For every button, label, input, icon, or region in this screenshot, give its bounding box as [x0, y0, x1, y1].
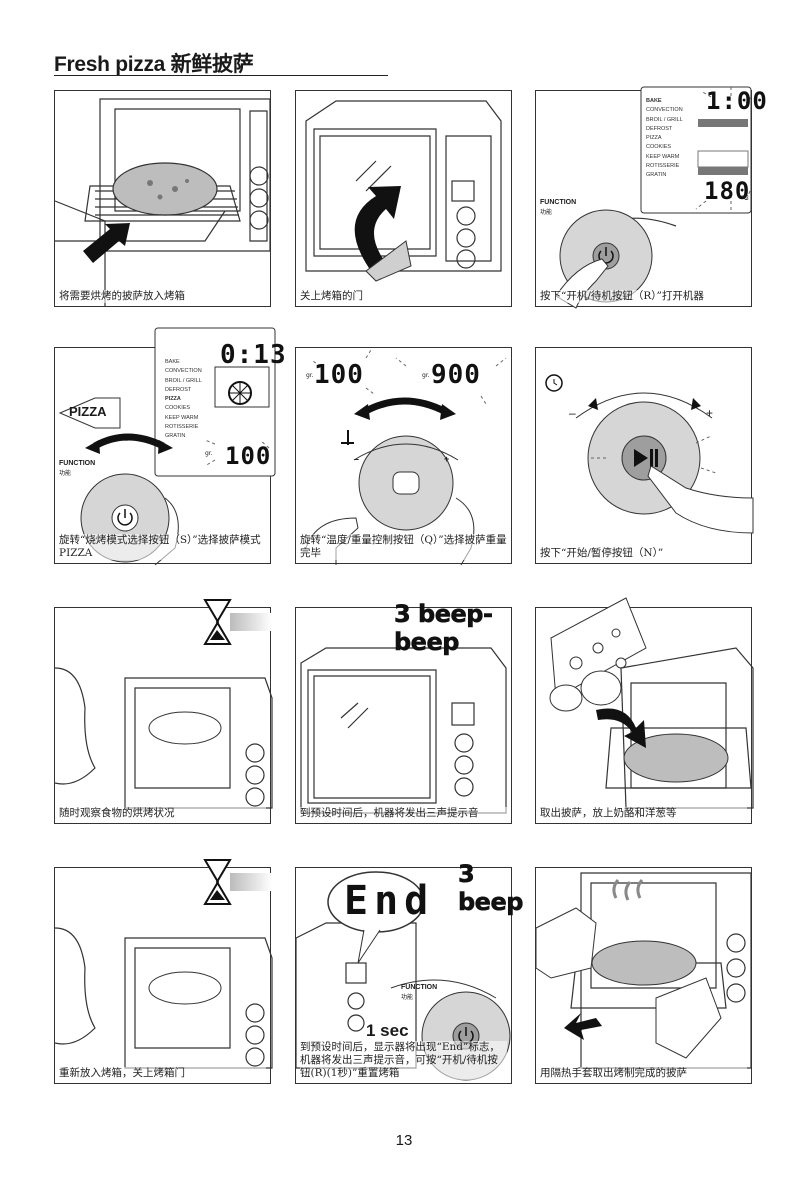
- function-label-zh: 功能: [401, 994, 414, 1001]
- minus-marker: –: [354, 454, 360, 464]
- temperature-unit: °C: [741, 195, 749, 202]
- pizza-mode-tag: PIZZA: [69, 404, 107, 419]
- step-caption: 旋转“烧烤模式选择按钮（S）”选择披萨模式PIZZA: [59, 534, 266, 560]
- step-caption: 到预设时间后，显示器将出现“End”标志，机器将发出三声提示音，可按“开机/待机…: [300, 1041, 507, 1080]
- step-6-panel: – + 按下“开始/暂停按钮（N）”: [535, 347, 754, 564]
- plus-marker: +: [706, 406, 714, 420]
- menu-item: COOKIES: [165, 405, 191, 412]
- oven-insert-pizza-illustration: [54, 98, 271, 306]
- step-4-panel: BAKE CONVECTION BROIL / GRILL DEFROST PI…: [54, 327, 286, 566]
- step-5-panel: 100 900 gr. gr. – + 旋转“温度/重量控制按钮（Q）”选择披萨…: [295, 347, 512, 566]
- one-second-label: 1 sec: [366, 1021, 409, 1040]
- hourglass-icon: [203, 859, 232, 905]
- temperature-knob-illustration: [305, 349, 507, 566]
- remove-pizza-illustration: [535, 872, 752, 1069]
- weight-min-readout: 100: [314, 360, 364, 390]
- menu-item: PIZZA: [165, 396, 181, 403]
- function-label: FUNCTION: [401, 984, 438, 991]
- menu-item: GRATIN: [165, 433, 186, 440]
- oven-close-door-illustration: [305, 100, 502, 282]
- weight-unit: gr.: [306, 372, 314, 379]
- menu-item: CONVECTION: [646, 107, 683, 114]
- menu-item: DEFROST: [646, 125, 673, 132]
- menu-item: COOKIES: [646, 144, 672, 151]
- step-2-panel: 关上烤箱的门: [295, 90, 512, 307]
- mode-menu: BAKE CONVECTION BROIL / GRILL DEFROST PI…: [646, 97, 683, 181]
- weight-readout: 100: [225, 442, 272, 470]
- page-title: Fresh pizza 新鲜披萨: [54, 53, 254, 76]
- clock-icon: [545, 374, 563, 392]
- step-caption: 到预设时间后，机器将发出三声提示音: [300, 807, 507, 820]
- function-label: FUNCTION: [540, 199, 577, 206]
- step-caption: 取出披萨，放上奶酪和洋葱等: [540, 807, 747, 820]
- beep-annotation: 3 beep-beep: [394, 600, 494, 657]
- hourglass-icon: [203, 599, 232, 645]
- menu-item: BAKE: [646, 98, 662, 104]
- function-label: FUNCTION: [59, 460, 96, 467]
- menu-item: BAKE: [165, 359, 180, 365]
- oven-reinsert-illustration: [54, 859, 273, 1069]
- start-pause-button-illustration: [545, 374, 754, 534]
- menu-item: ROTISSERIE: [646, 163, 680, 170]
- function-label-zh: 功能: [59, 470, 72, 477]
- step-9-panel: 取出披萨，放上奶酪和洋葱等: [535, 597, 754, 824]
- step-7-panel: 随时观察食物的烘烤状况: [54, 599, 273, 824]
- step-caption: 按下“开机/待机按钮（R）”打开机器: [540, 290, 747, 303]
- plus-marker: +: [444, 454, 450, 464]
- step-8-panel: 3 beep-beep 到预设时间后，机器将发出三声提示音: [295, 600, 512, 824]
- weight-unit: gr.: [422, 372, 430, 379]
- menu-item: PIZZA: [646, 135, 662, 142]
- end-display-text: End: [344, 878, 435, 924]
- weight-unit: gr.: [205, 450, 213, 457]
- menu-item: GRATIN: [646, 172, 667, 179]
- power-button-display-illustration: [555, 86, 752, 309]
- menu-item: KEEP WARM: [165, 414, 199, 421]
- menu-item: KEEP WARM: [646, 153, 680, 160]
- step-10-panel: 重新放入烤箱，关上烤箱门: [54, 859, 273, 1084]
- step-caption: 随时观察食物的烘烤状况: [59, 807, 266, 820]
- weight-max-readout: 900: [431, 360, 481, 390]
- menu-item: BROIL / GRILL: [165, 377, 202, 384]
- observe-baking-illustration: [54, 599, 273, 809]
- page-number: 13: [395, 1132, 413, 1149]
- time-readout: 1:00: [706, 87, 768, 115]
- step-caption: 重新放入烤箱，关上烤箱门: [59, 1067, 266, 1080]
- step-caption: 关上烤箱的门: [300, 290, 507, 303]
- menu-item: DEFROST: [165, 386, 192, 393]
- title-underline: [54, 75, 388, 76]
- step-caption: 按下“开始/暂停按钮（N）”: [540, 547, 747, 560]
- step-1-panel: 将需要烘烤的披萨放入烤箱: [54, 90, 271, 307]
- step-12-panel: 用隔热手套取出烤制完成的披萨: [535, 867, 752, 1084]
- function-label-zh: 功能: [540, 209, 553, 216]
- step-3-panel: BAKE CONVECTION BROIL / GRILL DEFROST PI…: [535, 86, 767, 309]
- step-caption: 旋转“温度/重量控制按钮（Q）”选择披萨重量完毕: [300, 534, 507, 560]
- step-caption: 将需要烘烤的披萨放入烤箱: [59, 290, 266, 303]
- menu-item: CONVECTION: [165, 368, 202, 375]
- add-toppings-illustration: [549, 597, 754, 809]
- menu-item: BROIL / GRILL: [646, 116, 683, 123]
- step-caption: 用隔热手套取出烤制完成的披萨: [540, 1067, 747, 1080]
- beep-annotation: 3 beep: [458, 860, 524, 917]
- minus-marker: –: [569, 406, 576, 420]
- temperature-readout: 180: [704, 177, 751, 205]
- menu-item: ROTISSERIE: [165, 424, 199, 431]
- time-readout: 0:13: [220, 340, 287, 370]
- step-11-panel: End 3 beep FUNCTION 功能 1 sec 到预设时间后，显示器将…: [295, 860, 524, 1084]
- mode-menu: BAKE CONVECTION BROIL / GRILL DEFROST PI…: [165, 358, 202, 442]
